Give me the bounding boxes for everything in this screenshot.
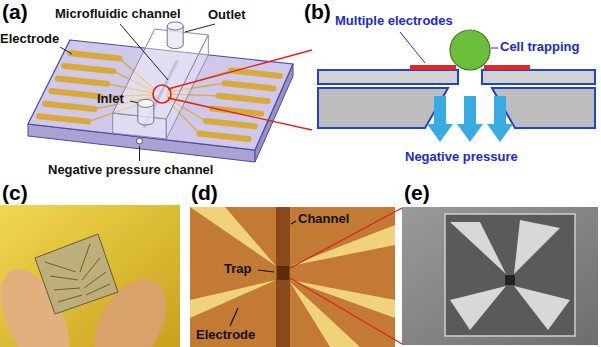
- part-label: Channel: [298, 212, 349, 227]
- chip-illustration: [28, 22, 293, 162]
- panel-letter: (c): [2, 181, 28, 205]
- part-label: Outlet: [208, 8, 246, 23]
- part-label: Electrode: [196, 328, 255, 343]
- part-label: Multiple electrodes: [335, 14, 453, 29]
- panel-letter: (a): [2, 0, 28, 24]
- leader-lines: [60, 24, 215, 161]
- cross-section: [318, 30, 595, 142]
- part-label: Microfluidic channel: [55, 7, 181, 22]
- part-label: Negative pressure: [405, 150, 518, 165]
- part-label: Negative pressure channel: [48, 163, 213, 178]
- panel-letter: (e): [404, 181, 430, 205]
- part-label: Cell trapping: [500, 40, 579, 55]
- part-label: Trap: [224, 262, 251, 277]
- sem-image: [402, 207, 598, 345]
- panel-letter: (d): [191, 181, 218, 205]
- panel-letter: (b): [304, 0, 331, 24]
- chip-photo: [0, 205, 181, 347]
- part-label: Inlet: [97, 92, 124, 107]
- part-label: Electrode: [0, 32, 59, 47]
